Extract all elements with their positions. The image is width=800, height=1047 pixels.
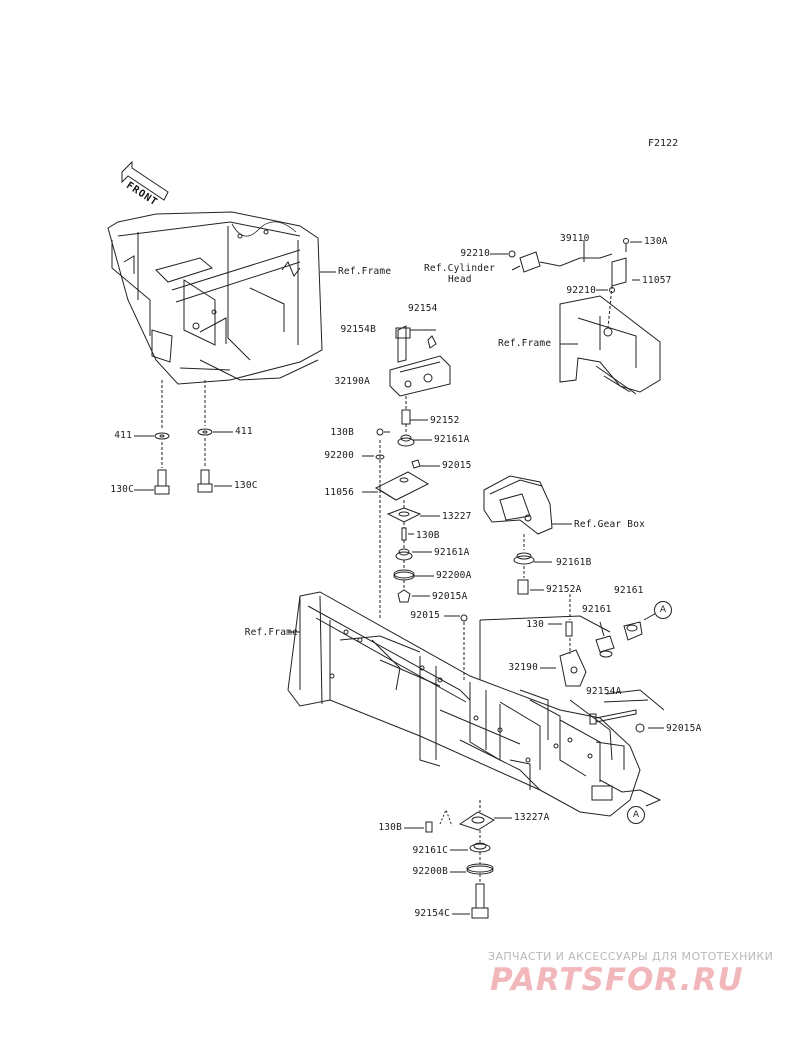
part-label-92154: 92154	[408, 303, 438, 314]
part-label-130c-left: 130C	[110, 484, 134, 495]
part-label-92154a: 92154A	[586, 686, 622, 697]
part-label-130a: 130A	[644, 236, 668, 247]
part-label-92200b: 92200B	[412, 866, 448, 877]
part-label-39110: 39110	[560, 233, 590, 244]
part-label-92015a-1: 92015A	[432, 591, 468, 602]
part-label-92200a: 92200A	[436, 570, 472, 581]
part-label-92154b: 92154B	[340, 324, 376, 335]
part-label-13227a: 13227A	[514, 812, 550, 823]
part-label-130b-2: 130B	[416, 530, 440, 541]
reference-circle-a-bottom: A	[627, 806, 645, 824]
part-label-130b-1: 130B	[330, 427, 354, 438]
part-label-92210-top: 92210	[460, 248, 490, 259]
front-arrow-icon	[121, 160, 169, 201]
part-label-92161-a: 92161	[614, 585, 644, 596]
center-mount-stack	[362, 325, 468, 680]
part-label-130c-right: 130C	[234, 480, 258, 491]
part-label-411-right: 411	[235, 426, 253, 437]
part-label-13227: 13227	[442, 511, 472, 522]
part-label-92152a: 92152A	[546, 584, 582, 595]
part-label-92161a-1: 92161A	[434, 434, 470, 445]
cylinder-head-bracket-parts	[490, 238, 661, 395]
part-label-92161b: 92161B	[556, 557, 592, 568]
ref-cylinder-head-label-line1: Ref.Cylinder	[424, 263, 496, 274]
lower-main-frame	[287, 591, 641, 817]
part-label-411-left: 411	[114, 430, 132, 441]
part-label-130: 130	[526, 619, 544, 630]
bottom-mount-stack	[404, 800, 512, 919]
ref-frame-label-left: Ref.Frame	[244, 627, 298, 638]
part-label-92161c: 92161C	[412, 845, 448, 856]
gear-box-bracket	[483, 475, 572, 595]
ref-cylinder-head-label-line2: Head	[448, 274, 472, 285]
part-label-32190a: 32190A	[334, 376, 370, 387]
part-label-92152: 92152	[430, 415, 460, 426]
watermark-logo-text: PARTSFOR.RU	[490, 962, 744, 998]
part-label-92161-b: 92161	[582, 604, 612, 615]
ref-frame-label-right: Ref.Frame	[498, 338, 552, 349]
part-label-11056: 11056	[324, 487, 354, 498]
reference-circle-a-top: A	[654, 601, 672, 619]
diagram-code: F2122	[648, 138, 679, 149]
part-label-130b-3: 130B	[378, 822, 402, 833]
part-label-92015-2: 92015	[410, 610, 440, 621]
watermark-tagline: ЗАПЧАСТИ И АКСЕССУАРЫ ДЛЯ МОТОТЕХНИКИ	[488, 950, 774, 963]
part-label-92015a-2: 92015A	[666, 723, 702, 734]
right-mount-parts	[540, 594, 665, 807]
part-label-92161a-2: 92161A	[434, 547, 470, 558]
ref-frame-label-top: Ref.Frame	[338, 266, 392, 277]
part-label-11057: 11057	[642, 275, 672, 286]
ref-gear-box-label: Ref.Gear Box	[574, 519, 646, 530]
part-label-92015-1: 92015	[442, 460, 472, 471]
part-label-92210-bottom: 92210	[566, 285, 596, 296]
part-label-92154c: 92154C	[414, 908, 450, 919]
part-label-32190: 32190	[508, 662, 538, 673]
upper-frame-drawing	[107, 211, 323, 385]
part-label-92200: 92200	[324, 450, 354, 461]
